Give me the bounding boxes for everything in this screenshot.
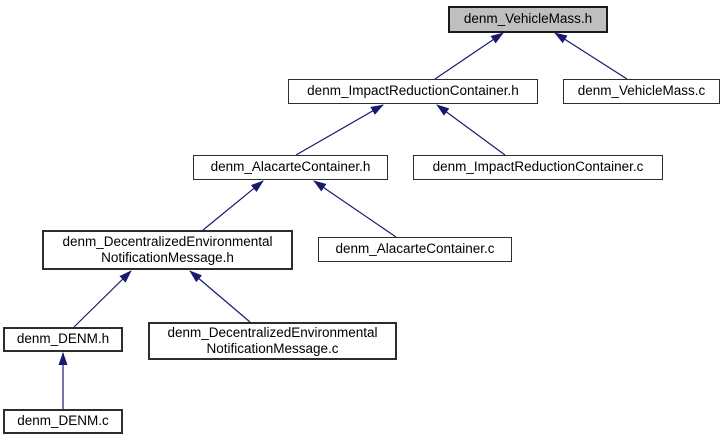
node-label: NotificationMessage.c <box>206 341 339 356</box>
graph-node-denm_VehicleMass_h[interactable]: denm_VehicleMass.h <box>448 6 608 33</box>
edge-denm_AlacarteContainer_c-to-denm_AlacarteContainer_h <box>313 180 397 238</box>
edge-denm_DecentralizedEnvironmentalNotificationMessage_c-to-denm_DecentralizedEnvironmentalNotificationMessage_h <box>189 270 251 323</box>
node-label: denm_DecentralizedEnvironmental <box>167 324 378 340</box>
node-label: denm_AlacarteContainer.h <box>210 159 371 175</box>
edge-denm_AlacarteContainer_h-to-denm_ImpactReductionContainer_h <box>295 104 384 156</box>
graph-node-denm_ImpactReductionContainer_h[interactable]: denm_ImpactReductionContainer.h <box>288 79 538 104</box>
node-label: denm_AlacarteContainer.c <box>335 241 495 257</box>
graph-node-denm_DENM_h[interactable]: denm_DENM.h <box>3 327 123 352</box>
node-label: denm_ImpactReductionContainer.c <box>432 159 644 175</box>
edge-denm_ImpactReductionContainer_c-to-denm_ImpactReductionContainer_h <box>436 104 506 156</box>
graph-node-denm_AlacarteContainer_h[interactable]: denm_AlacarteContainer.h <box>193 155 388 180</box>
edge-denm_VehicleMass_c-to-denm_VehicleMass_h <box>554 32 628 80</box>
graph-node-denm_DENM_c[interactable]: denm_DENM.c <box>3 409 123 434</box>
graph-edges <box>58 32 628 409</box>
graph-node-denm_ImpactReductionContainer_c[interactable]: denm_ImpactReductionContainer.c <box>413 155 663 180</box>
graph-node-denm_VehicleMass_c[interactable]: denm_VehicleMass.c <box>563 79 720 104</box>
node-label: denm_DENM.h <box>16 331 110 347</box>
node-label: NotificationMessage.h <box>101 250 234 265</box>
node-label: denm_VehicleMass.c <box>577 83 706 99</box>
node-label: denm_ImpactReductionContainer.h <box>307 83 519 99</box>
node-label: denm_DENM.c <box>17 413 109 429</box>
node-label: denm_VehicleMass.h <box>463 11 593 27</box>
edge-denm_DecentralizedEnvironmentalNotificationMessage_h-to-denm_AlacarteContainer_h <box>202 180 264 231</box>
edge-denm_DENM_h-to-denm_DecentralizedEnvironmentalNotificationMessage_h <box>73 270 132 328</box>
node-label: denm_DecentralizedEnvironmental <box>62 233 273 249</box>
edge-denm_ImpactReductionContainer_h-to-denm_VehicleMass_h <box>434 32 504 80</box>
graph-node-denm_AlacarteContainer_c[interactable]: denm_AlacarteContainer.c <box>318 237 512 262</box>
